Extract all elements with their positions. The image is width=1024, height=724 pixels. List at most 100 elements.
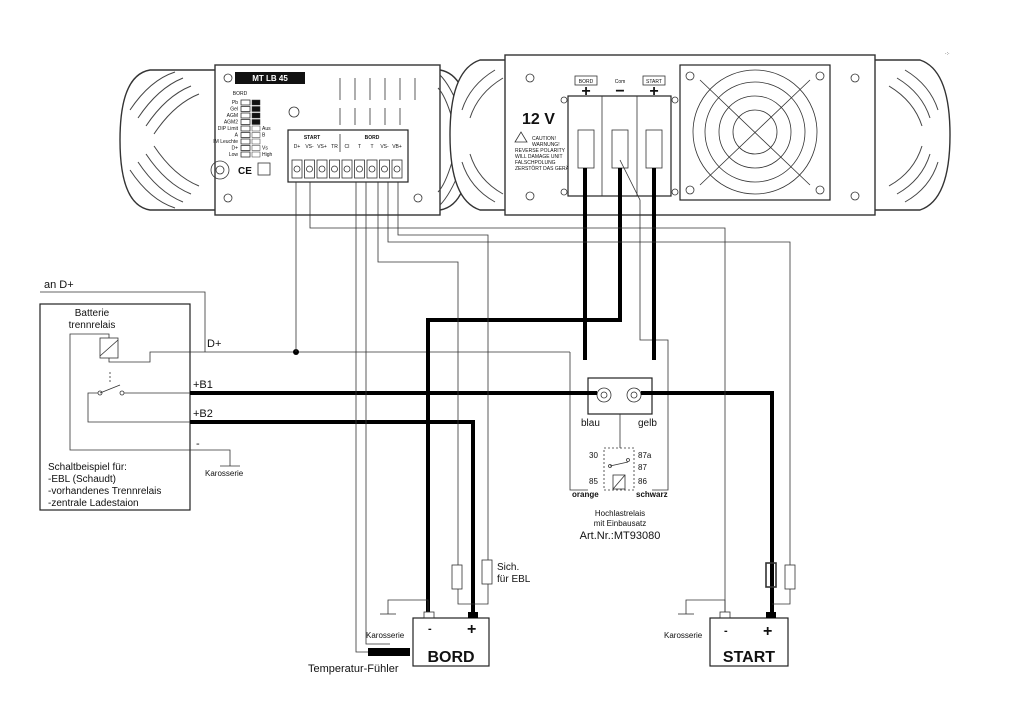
dip-switch: [251, 106, 261, 112]
cooling-fins-left: [129, 71, 200, 209]
screw: [223, 193, 233, 203]
terminal-pin-label: VS-: [305, 144, 314, 150]
battery-isolator-relay-box: Batterie trennrelais Schaltbeispiel für:…: [39, 303, 191, 511]
terminal-pin-label: VS-: [380, 144, 389, 150]
dip-switch: [251, 151, 261, 158]
warning-line: ZERSTÖRT DAS GERÄT: [515, 165, 572, 172]
fuse-label-1: Sich.: [497, 562, 519, 573]
terminal-pin-label: T: [358, 144, 361, 150]
terminal-screw: [291, 159, 303, 179]
power-terminal-sign: −: [615, 83, 624, 100]
start-battery-name: START: [723, 649, 775, 666]
temperature-sensor: [368, 648, 410, 656]
dip-switch: [251, 99, 261, 106]
dip-right-label: High: [262, 152, 273, 158]
terminal-bord-label: BORD: [365, 135, 380, 141]
dip-switch: [240, 112, 251, 119]
model-plate: [235, 72, 305, 84]
power-terminal-label: Com: [615, 79, 626, 85]
relay-switch-icon: [99, 384, 121, 394]
dip-switch: [240, 145, 251, 151]
pin-86-label: 86: [638, 477, 647, 486]
terminal-pin-label: CI: [345, 144, 350, 150]
example-line-4: -zentrale Ladestaion: [48, 498, 139, 509]
power-terminal-sign: +: [649, 83, 658, 100]
terminal-screw: [341, 159, 353, 179]
dip-right-label: B: [262, 133, 266, 139]
terminal-screw: [316, 159, 328, 179]
terminal-screw: [366, 159, 378, 179]
start-plus: +: [763, 623, 772, 640]
screw: [413, 193, 423, 203]
pin-85-label: 85: [589, 477, 598, 486]
dip-switch: [251, 112, 261, 119]
ce-mark: CE: [238, 166, 252, 177]
dip-switch: [251, 145, 261, 151]
screw: [288, 106, 300, 118]
screw: [223, 73, 233, 83]
wire-orange-label: orange: [572, 490, 599, 499]
dip-left-label: Pb: [232, 100, 238, 106]
fan-icon: [679, 64, 831, 201]
dip-switch: [240, 125, 251, 132]
warning-line: REVERSE POLARITY: [515, 148, 566, 154]
terminal-start-label: START: [304, 135, 320, 141]
terminal-pin-label: VB+: [392, 144, 402, 150]
start-karosserie-label: Karosserie: [664, 631, 703, 640]
dip-switch: [251, 132, 261, 138]
minus-label: -: [196, 438, 200, 450]
bord-battery: - + BORD Sich. für EBL Karosserie Temper…: [308, 559, 531, 675]
high-load-relay: blau gelb 30 87a 87 85 86 orange schwarz…: [572, 377, 668, 542]
temp-sensor-label: Temperatur-Fühler: [308, 663, 399, 675]
warning-line: CAUTION!: [532, 136, 556, 142]
terminal-pin-label: TR: [331, 144, 338, 150]
terminal-screw: [391, 159, 403, 179]
terminal-screw: [379, 159, 390, 179]
dip-left-label: IM Leuchte: [213, 139, 238, 145]
power-terminal-labels: BORD+Com−START+: [574, 75, 666, 100]
dip-switch: [251, 138, 261, 145]
pin-87-label: 87: [638, 463, 647, 472]
dip-switch: [240, 119, 251, 125]
relay-contact-icon: [609, 461, 629, 467]
control-wires: [309, 182, 791, 653]
heavy-wires: [190, 168, 774, 612]
b1-label: +B1: [193, 379, 213, 391]
power-terminal-sign: +: [581, 83, 590, 100]
start-minus: -: [724, 625, 728, 637]
example-line-3: -vorhandenes Trennrelais: [48, 486, 161, 497]
warning-icon: [514, 131, 528, 143]
ebl-fuse-icon: [481, 559, 493, 585]
relay-box-title-2: trennrelais: [69, 320, 116, 331]
dip-left-label: A: [235, 133, 239, 139]
relay-caption-2: mit Einbausatz: [594, 519, 646, 528]
terminal-pin-label: D+: [294, 144, 301, 150]
bord-karosserie-label: Karosserie: [366, 631, 405, 640]
dip-switch: [240, 99, 251, 106]
start-fuse-icon: [765, 562, 777, 588]
dip-switch: [240, 106, 251, 112]
warning-line: WILL DAMAGE UNIT: [515, 154, 563, 160]
dip-left-label: DIP Limit: [218, 126, 239, 132]
terminal-pin-label: VS+: [317, 144, 327, 150]
pin-30-label: 30: [589, 451, 598, 460]
dip-switch: [251, 125, 261, 132]
dip-switch: [240, 151, 251, 158]
fuse-knob-icon: [210, 160, 230, 180]
relay-box-title-1: Batterie: [75, 308, 110, 319]
ebl-fuse-icon: [451, 564, 463, 590]
start-battery: - + START Karosserie: [664, 562, 796, 667]
voltage-label: 12 V: [522, 111, 555, 128]
dip-header: BORD: [233, 91, 248, 97]
wire-schwarz-label: schwarz: [636, 490, 668, 499]
b2-label: +B2: [193, 408, 213, 420]
terminal-screw: [329, 159, 340, 179]
dip-right-label: Aus: [262, 126, 271, 132]
dip-switch: [251, 119, 261, 125]
charger-power-panel: 12 V CAUTION!WARNUNG!REVERSE POLARITYWIL…: [449, 54, 951, 216]
terminal-screw: [354, 159, 365, 179]
